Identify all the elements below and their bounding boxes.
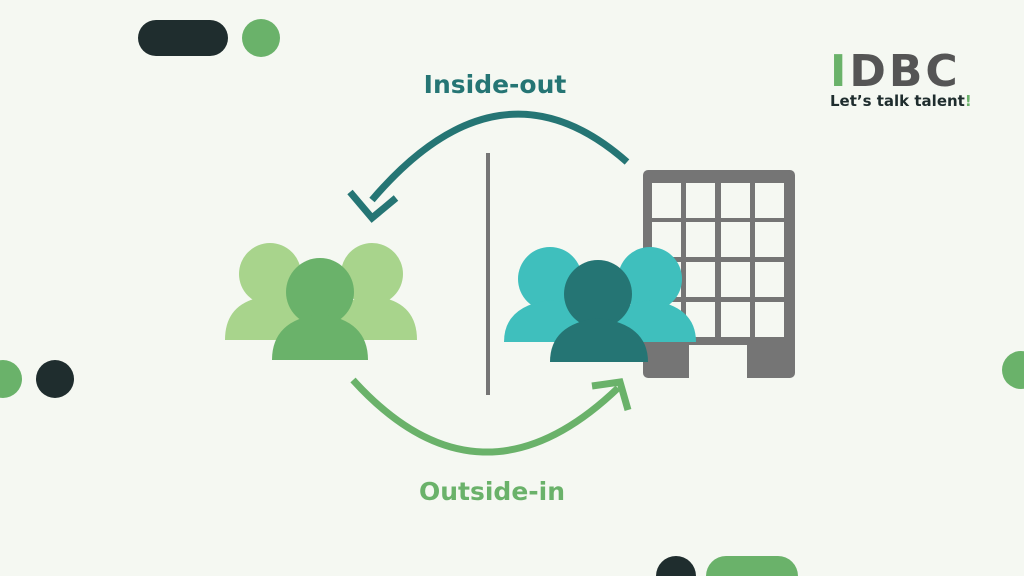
inside-people-group-icon: [504, 247, 696, 362]
inside-out-label: Inside-out: [423, 70, 567, 99]
outside-in-arrow: [350, 377, 632, 456]
inside-out-arrow: [347, 110, 630, 223]
outside-people-group-icon: [225, 243, 417, 360]
decor-dot-green: [1002, 351, 1024, 389]
outside-in-label: Outside-in: [418, 477, 566, 506]
logo-tagline: Let’s talk talent!: [830, 92, 972, 110]
logo-letters: IDBC: [830, 46, 961, 97]
decor-pill-dark: [138, 20, 228, 56]
decor-dot-dark: [36, 360, 74, 398]
decor-dot-green: [0, 360, 22, 398]
idbc-logo: IDBC Let’s talk talent!: [830, 46, 972, 111]
decor-dot-dark: [656, 556, 696, 576]
decor-pill-green: [706, 556, 798, 576]
decor-dot-green: [242, 19, 280, 57]
